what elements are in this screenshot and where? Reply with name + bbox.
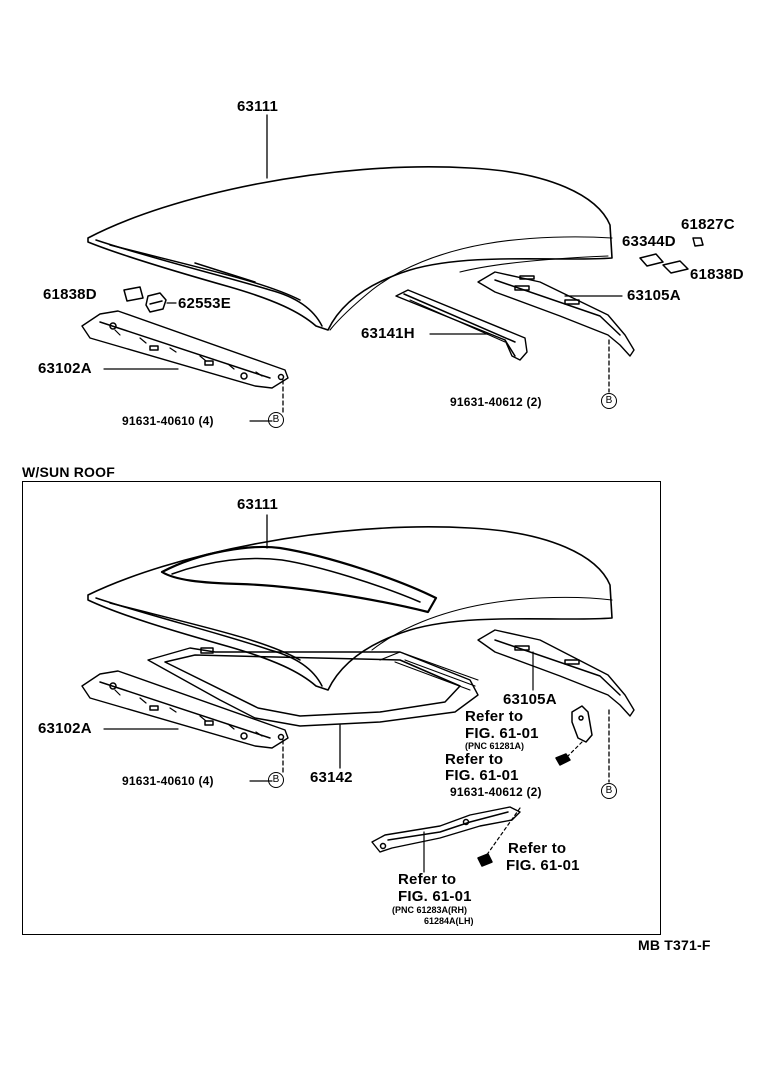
rear-rail-top: [477, 271, 635, 357]
bolt-qty: (2): [526, 395, 542, 409]
front-rail-sunroof: [81, 670, 289, 749]
part-label-pad-left: 61838D: [43, 286, 97, 303]
front-rail-top: [81, 310, 289, 389]
refer-4-pnc1: (PNC 61283A(RH): [392, 905, 468, 915]
refer-4-line2: FIG. 61-01: [398, 888, 472, 905]
part-label-rail-rear-sunroof: 63105A: [503, 691, 557, 708]
refer-4-line1: Refer to: [398, 871, 457, 888]
part-label-rail-front-sunroof: 63102A: [38, 720, 92, 737]
bolt-label-front-top: 91631-40610 (4): [122, 415, 214, 427]
refer-1-line2: FIG. 61-01: [465, 725, 539, 742]
bolt-label-front-sunroof: 91631-40610 (4): [122, 775, 214, 787]
rear-rail-sunroof: [477, 629, 635, 717]
bolt-qty: (2): [526, 785, 542, 799]
roof-panel-sunroof: [87, 526, 613, 691]
bolt-number: 91631-40612: [450, 395, 523, 409]
ref-mark-b-icon: B: [601, 393, 617, 409]
bolt-qty: (4): [198, 414, 214, 428]
bolt-qty: (4): [198, 774, 214, 788]
drive-cable-bracket: [371, 806, 521, 853]
screw-refer3: [477, 853, 493, 867]
roof-panel-top: [87, 166, 613, 331]
part-label-roof: 63111: [237, 98, 279, 115]
part-label-frame: 63142: [310, 769, 353, 786]
refer-1-pnc: (PNC 61281A): [465, 741, 525, 751]
sunroof-section-frame: [22, 481, 661, 935]
refer-3-line1: Refer to: [508, 840, 567, 857]
part-label-rt-top: 61827C: [681, 216, 735, 233]
refer-4-pnc2: 61284A(LH): [424, 916, 474, 926]
ref-mark-b-icon: B: [601, 783, 617, 799]
part-label-pad-left2: 62553E: [178, 295, 231, 312]
refer-2-line2: FIG. 61-01: [445, 767, 519, 784]
pad-63344d: [639, 253, 664, 267]
center-rail-top: [395, 289, 528, 361]
section-title-sunroof: W/SUN ROOF: [22, 464, 115, 480]
part-label-rail-front: 63102A: [38, 360, 92, 377]
part-label-roof-sunroof: 63111: [237, 496, 279, 513]
clip-61827c: [692, 237, 704, 247]
pad-61838d-left: [123, 286, 144, 302]
pad-61838d-right: [662, 260, 689, 274]
bolt-number: 91631-40610: [122, 774, 195, 788]
part-label-rail-center: 63141H: [361, 325, 415, 342]
refer-3-line2: FIG. 61-01: [506, 857, 580, 874]
pad-62553e: [145, 292, 167, 313]
sunroof-frame-63142: [147, 647, 479, 727]
refer-2-line1: Refer to: [445, 751, 504, 768]
bracket-refer1: [571, 705, 593, 743]
ref-mark-b-icon: B: [268, 412, 284, 428]
part-label-rt-pad: 61838D: [690, 266, 744, 283]
ref-mark-b-icon: B: [268, 772, 284, 788]
bolt-number: 91631-40612: [450, 785, 523, 799]
bolt-label-rear-top: 91631-40612 (2): [450, 396, 542, 408]
diagram-code: MB T371-F: [638, 937, 711, 953]
bolt-label-rear-sunroof: 91631-40612 (2): [450, 786, 542, 798]
screw-refer2: [555, 753, 571, 766]
part-label-rt-mid: 63344D: [622, 233, 676, 250]
refer-1-line1: Refer to: [465, 708, 524, 725]
bolt-number: 91631-40610: [122, 414, 195, 428]
part-label-rail-rear: 63105A: [627, 287, 681, 304]
